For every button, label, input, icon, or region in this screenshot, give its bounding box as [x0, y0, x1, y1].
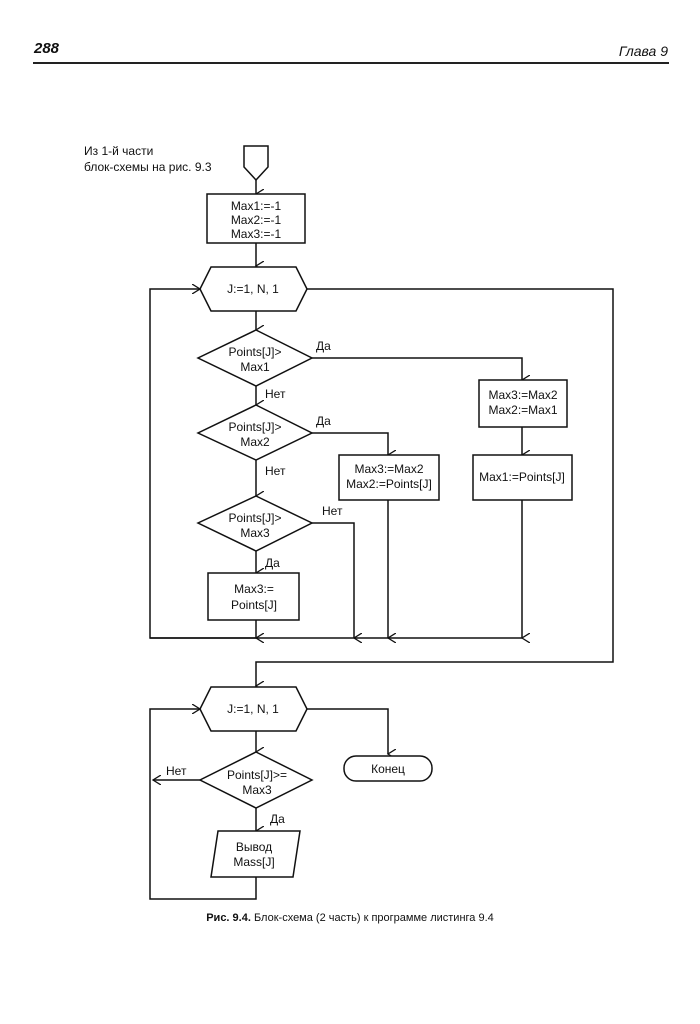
edge-cond1-yes: [312, 357, 522, 380]
cond2-text-2: Max2: [240, 435, 270, 449]
cond2-text-1: Points[J]>: [228, 420, 281, 434]
chapter-title: Глава 9: [618, 43, 668, 59]
proc-mid-text-2: Max2:=Points[J]: [346, 477, 432, 491]
cond3-text-1: Points[J]>: [228, 511, 281, 525]
output-text-1: Вывод: [236, 840, 272, 854]
init-text-1: Max1:=-1: [231, 199, 282, 213]
proc-top-text-1: Max3:=Max2: [488, 388, 557, 402]
cond1-no-label: Нет: [265, 387, 286, 401]
proc-mid-text-1: Max3:=Max2: [354, 462, 423, 476]
proc-max1-box: [472, 454, 573, 501]
header-rule: [33, 62, 669, 64]
proc-mid-box: [338, 454, 440, 501]
caption-label: Рис. 9.4.: [206, 912, 251, 924]
edge-loop2-exit: [307, 708, 388, 754]
output-parallelogram: [210, 830, 301, 878]
cond4-text-2: Max3: [242, 783, 272, 797]
edge-loop1-exit: [256, 288, 614, 686]
proc-top-text-2: Max2:=Max1: [488, 403, 557, 417]
edge-loop2-return: [149, 709, 257, 900]
cond2-no-label: Нет: [265, 464, 286, 478]
end-terminator: [343, 755, 433, 782]
figure-caption: Рис. 9.4. Блок-схема (2 часть) к програм…: [0, 912, 700, 924]
init-box: [206, 193, 306, 244]
proc-max1-text: Max1:=Points[J]: [479, 470, 565, 484]
cond2-yes-label: Да: [316, 414, 331, 428]
cond3-yes-label: Да: [265, 556, 280, 570]
proc-max3-text-1: Max3:=: [234, 582, 274, 596]
proc-top-box: [478, 379, 568, 428]
loop2-text: J:=1, N, 1: [227, 702, 279, 716]
page-number: 288: [34, 40, 60, 57]
init-text-2: Max2:=-1: [231, 213, 282, 227]
edge-cond3-no: [312, 522, 354, 638]
note-line1: Из 1-й части: [84, 144, 153, 158]
connector-entry: [243, 145, 269, 182]
proc-max3-text-2: Points[J]: [231, 598, 277, 612]
output-text-2: Mass[J]: [233, 855, 274, 869]
caption-text: Блок-схема (2 часть) к программе листинг…: [250, 912, 494, 924]
cond1-text-2: Max1: [240, 360, 270, 374]
proc-max3-box: [207, 572, 300, 621]
cond3-text-2: Max3: [240, 526, 270, 540]
init-text-3: Max3:=-1: [231, 227, 282, 241]
cond1-yes-label: Да: [316, 339, 331, 353]
cond4-yes-label: Да: [270, 812, 285, 826]
loop1-text: J:=1, N, 1: [227, 282, 279, 296]
cond4-text-1: Points[J]>=: [227, 768, 287, 782]
note-line2: блок-схемы на рис. 9.3: [84, 160, 212, 174]
edge-cond2-yes: [312, 432, 388, 455]
cond4-no-label: Нет: [166, 764, 187, 778]
cond1-text-1: Points[J]>: [228, 345, 281, 359]
end-text: Конец: [371, 762, 405, 776]
cond3-no-label: Нет: [322, 504, 343, 518]
